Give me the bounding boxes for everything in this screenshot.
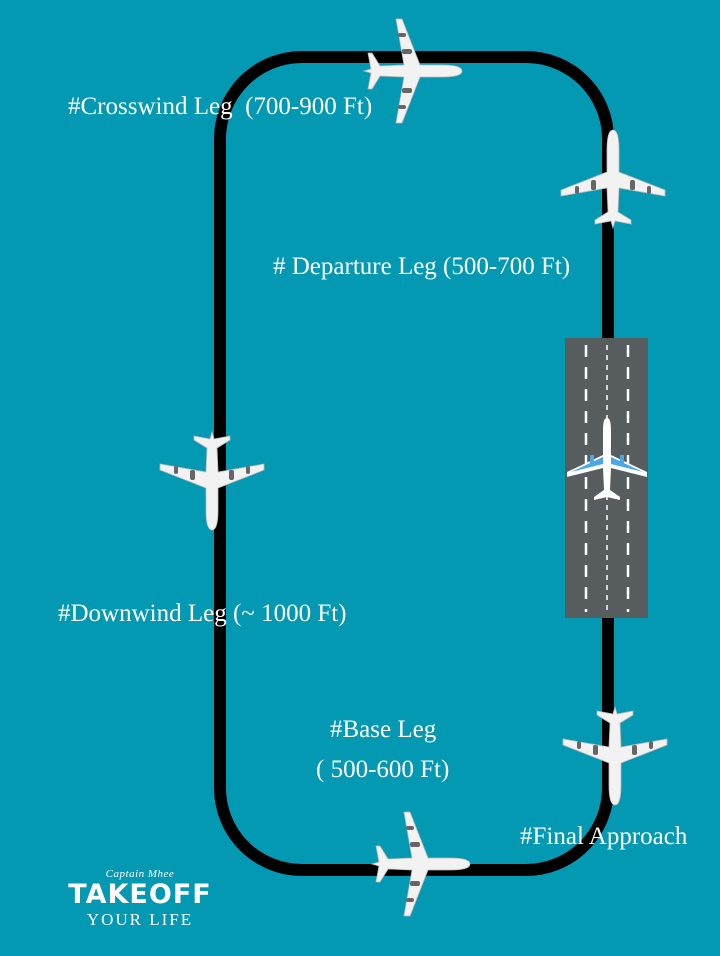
logo-title: TAKEOFF [68, 879, 212, 910]
final-approach-label: #Final Approach [520, 823, 688, 850]
airplane-icon [560, 129, 666, 229]
departure-leg-label: # Departure Leg (500-700 Ft) [273, 253, 571, 280]
logo-caption: Captain Mhee [105, 868, 175, 880]
airplane-icon [562, 706, 668, 806]
base-leg-altitude: ( 500-600 Ft) [316, 756, 450, 783]
airplane-icon [567, 418, 647, 500]
base-leg-label: #Base Leg [330, 716, 437, 743]
airplane-icon [371, 811, 471, 917]
crosswind-leg-label: #Crosswind Leg (700-900 Ft) [68, 93, 373, 120]
airplane-icon [159, 431, 265, 531]
airplane-icon [363, 18, 463, 124]
logo-subtitle: YOUR LIFE [86, 910, 194, 929]
downwind-leg-label: #Downwind Leg (~ 1000 Ft) [58, 600, 347, 627]
traffic-pattern-track [214, 51, 614, 876]
logo: Captain Mhee TAKEOFF YOUR LIFE [50, 868, 230, 930]
